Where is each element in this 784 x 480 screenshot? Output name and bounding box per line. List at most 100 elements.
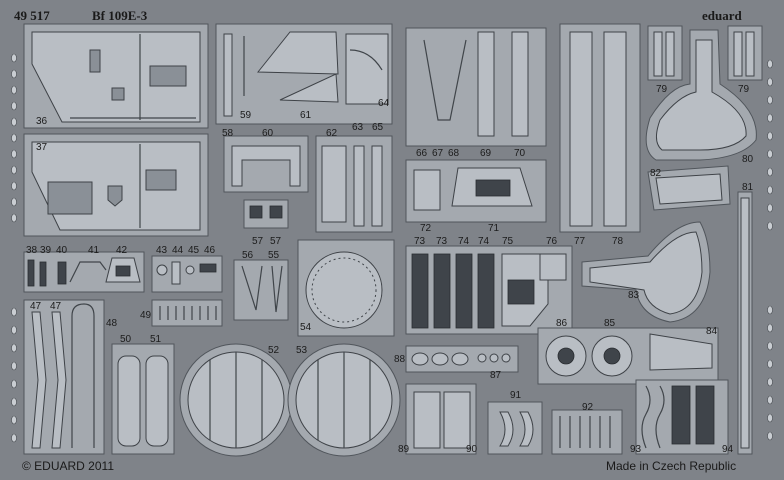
part-49-strip (151, 299, 223, 327)
part-80-panel (645, 29, 757, 161)
part-label: 92 (582, 402, 594, 413)
part-60-frame (223, 135, 309, 193)
part-label: 50 (120, 334, 132, 345)
part-label: 86 (556, 318, 568, 329)
part-label: 87 (490, 370, 502, 381)
part-36-side-panel (23, 23, 209, 129)
part-label: 60 (262, 128, 274, 139)
part-label: 54 (300, 322, 312, 333)
part-label: 84 (706, 326, 718, 337)
part-label: 62 (326, 128, 338, 139)
parts-38-42-strip (23, 251, 145, 293)
part-label: 93 (630, 444, 642, 455)
part-label: 81 (742, 182, 754, 193)
part-label: 82 (650, 168, 662, 179)
part-label: 74 (458, 236, 470, 247)
parts-89-90 (405, 383, 477, 455)
part-label: 77 (574, 236, 586, 247)
parts-47-48-belts (23, 299, 105, 455)
part-label: 39 (40, 245, 52, 256)
part-label: 94 (722, 444, 734, 455)
part-label: 61 (300, 110, 312, 121)
part-label: 36 (36, 116, 48, 127)
part-label: 66 (416, 148, 428, 159)
part-label: 63 (352, 122, 364, 133)
part-82 (647, 165, 731, 211)
parts-58-61 (215, 23, 393, 125)
part-label: 48 (106, 318, 118, 329)
origin-text: Made in Czech Republic (606, 459, 736, 473)
brand-logo: eduard (702, 8, 743, 23)
part-label: 57 (270, 236, 282, 247)
part-label: 73 (414, 236, 426, 247)
copyright-text: © EDUARD 2011 (22, 459, 114, 473)
part-label: 70 (514, 148, 526, 159)
parts-52-53-circular-frames (179, 343, 401, 457)
parts-77-78 (559, 23, 641, 233)
part-label: 72 (420, 223, 432, 234)
part-label: 44 (172, 245, 184, 256)
part-label: 46 (204, 245, 216, 256)
parts-43-46-strip (151, 255, 223, 293)
part-label: 40 (56, 245, 68, 256)
part-label: 53 (296, 345, 308, 356)
part-number-labels: 36 37 38 39 40 41 42 43 44 45 46 47 47 4… (26, 84, 754, 455)
parts-93-94 (635, 379, 729, 455)
part-label: 56 (242, 250, 254, 261)
part-label: 90 (466, 444, 478, 455)
part-label: 74 (478, 236, 490, 247)
part-92 (551, 409, 623, 455)
part-label: 79 (738, 84, 750, 95)
part-label: 37 (36, 142, 48, 153)
part-label: 43 (156, 245, 168, 256)
part-label: 68 (448, 148, 460, 159)
part-label: 55 (268, 250, 280, 261)
part-label: 47 (30, 301, 42, 312)
part-57-brackets (243, 199, 289, 229)
part-label: 85 (604, 318, 616, 329)
parts-73-76 (405, 245, 573, 335)
part-54-round-plate (297, 239, 395, 337)
part-label: 69 (480, 148, 492, 159)
part-label: 73 (436, 236, 448, 247)
part-label: 47 (50, 301, 62, 312)
part-91 (487, 401, 543, 455)
parts-62-63-65 (315, 135, 393, 233)
part-label: 42 (116, 245, 128, 256)
part-79 (647, 25, 763, 81)
part-label: 71 (488, 223, 500, 234)
parts-87-88 (405, 345, 519, 373)
part-label: 88 (394, 354, 406, 365)
part-83 (581, 221, 711, 323)
part-label: 75 (502, 236, 514, 247)
model-name: Bf 109E-3 (92, 8, 148, 23)
parts-66-70 (405, 27, 547, 147)
part-label: 79 (656, 84, 668, 95)
part-label: 67 (432, 148, 444, 159)
part-37-side-panel (23, 133, 209, 237)
right-edge-rivets (767, 59, 773, 441)
part-label: 91 (510, 390, 522, 401)
part-label: 78 (612, 236, 624, 247)
parts-55-56 (233, 259, 289, 321)
part-label: 49 (140, 310, 152, 321)
parts-50-51 (111, 343, 175, 455)
parts-71-72 (405, 159, 547, 223)
part-label: 80 (742, 154, 754, 165)
part-label: 64 (378, 98, 390, 109)
catalog-number: 49 517 (14, 8, 50, 23)
part-label: 51 (150, 334, 162, 345)
part-81-strip (737, 191, 753, 455)
part-label: 83 (628, 290, 640, 301)
part-label: 89 (398, 444, 410, 455)
part-label: 41 (88, 245, 100, 256)
parts-84-86 (537, 327, 719, 385)
part-label: 57 (252, 236, 264, 247)
left-edge-rivets (11, 53, 17, 443)
part-label: 45 (188, 245, 200, 256)
part-label: 58 (222, 128, 234, 139)
part-label: 52 (268, 345, 280, 356)
part-label: 65 (372, 122, 384, 133)
part-label: 59 (240, 110, 252, 121)
